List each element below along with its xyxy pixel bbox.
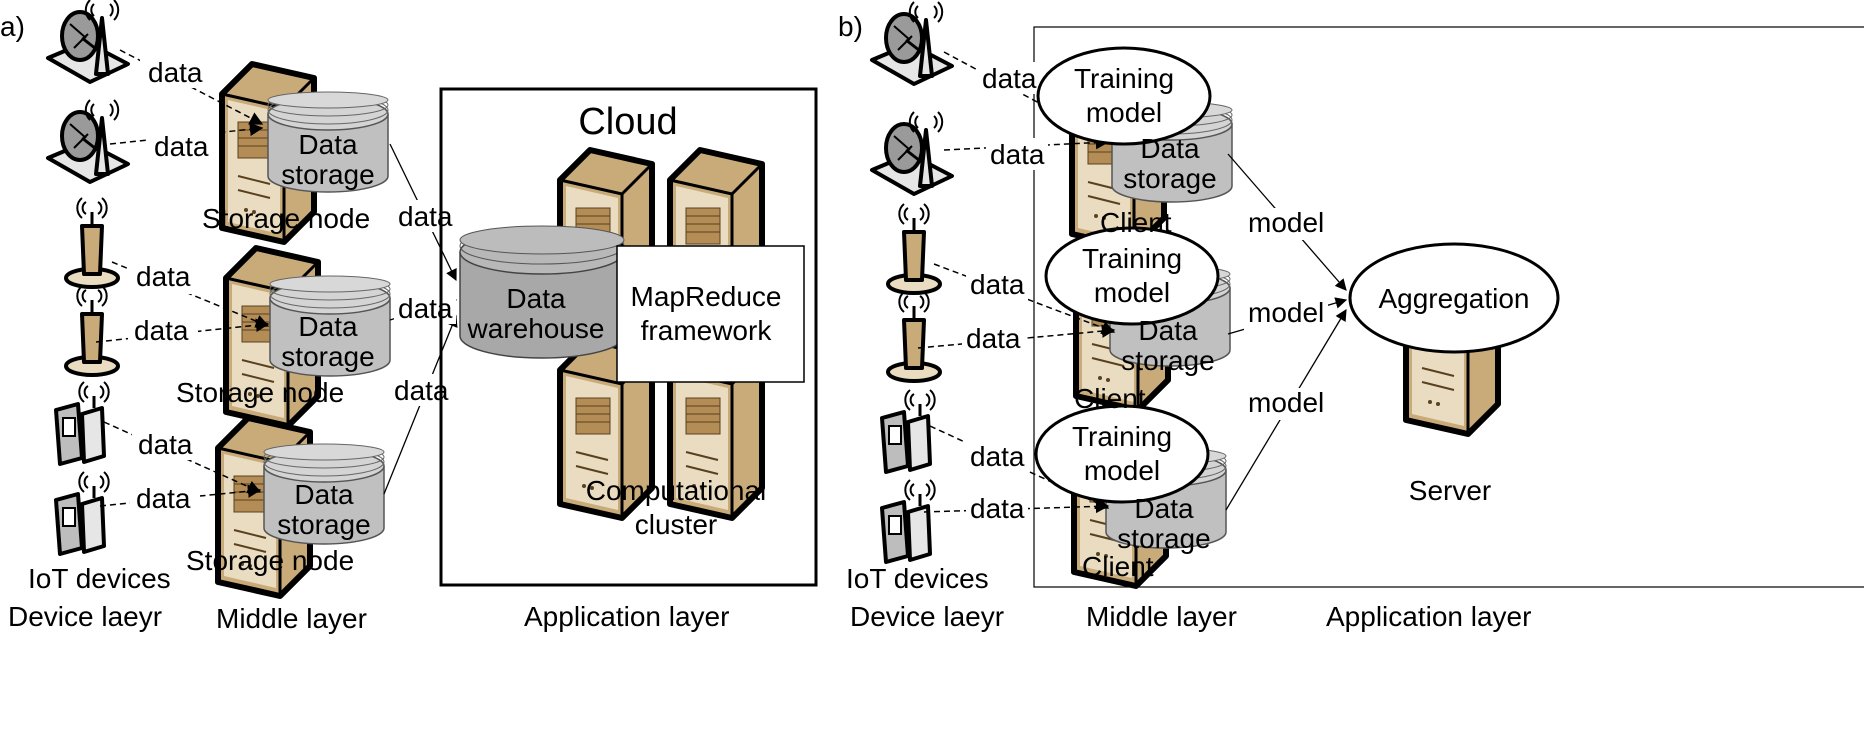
panel-b-tag: b)	[838, 11, 863, 42]
mapreduce-box	[616, 245, 805, 383]
edge-label-model: model	[1248, 207, 1324, 238]
iot-devices-label: IoT devices	[28, 563, 171, 594]
data-storage-label: Data	[1138, 315, 1198, 346]
data-storage-label: storage	[1117, 523, 1210, 554]
edge-label-data: data	[154, 131, 209, 162]
data-storage-label: Data	[1140, 133, 1200, 164]
data-storage-label: storage	[277, 509, 370, 540]
panel-a-tag: a)	[0, 11, 25, 42]
edge-label-data: data	[136, 483, 191, 514]
training-model-label: model	[1086, 97, 1162, 128]
data-storage-label: Data	[298, 311, 358, 342]
edge-label-data: data	[148, 57, 203, 88]
layer-label-device: Device laeyr	[850, 601, 1004, 632]
mobile-device-icon	[880, 388, 937, 474]
training-model-label: Training	[1082, 243, 1182, 274]
device-to-client-edge	[917, 324, 1116, 349]
mobile-device-icon	[880, 478, 937, 564]
sensor-antenna-icon	[64, 284, 120, 377]
satellite-dish-icon	[46, 98, 130, 184]
edge-label-data: data	[398, 201, 453, 232]
panel-b: b) data data data data	[838, 0, 1864, 632]
edge-label-data: data	[136, 261, 191, 292]
training-model-label: model	[1084, 455, 1160, 486]
data-warehouse-label: warehouse	[467, 313, 605, 344]
edge-label-data: data	[990, 139, 1045, 170]
mobile-device-icon	[54, 470, 111, 556]
cloud-box	[439, 87, 818, 587]
edge-label-model: model	[1248, 297, 1324, 328]
edge-label-data: data	[970, 269, 1025, 300]
client-label: Client	[1074, 383, 1146, 414]
data-storage-label: storage	[1123, 163, 1216, 194]
mobile-device-icon	[54, 380, 111, 466]
device-to-storage-edge	[109, 122, 264, 145]
server-label: Server	[1409, 475, 1491, 506]
client-label: Client	[1100, 207, 1172, 238]
edge-label-data: data	[134, 315, 189, 346]
computational-cluster-label: cluster	[635, 509, 717, 540]
layer-label-middle: Middle layer	[216, 603, 367, 634]
layer-label-application: Application layer	[1326, 601, 1531, 632]
data-storage-label: Data	[298, 129, 358, 160]
layer-label-middle: Middle layer	[1086, 601, 1237, 632]
data-storage-label: Data	[294, 479, 354, 510]
edge-label-data: data	[970, 441, 1025, 472]
layer-label-application: Application layer	[524, 601, 729, 632]
data-storage-label: storage	[1121, 345, 1214, 376]
device-to-storage-edge	[95, 318, 270, 343]
client-label: Client	[1082, 551, 1154, 582]
storage-node-label: Storage node	[176, 377, 344, 408]
mapreduce-label: framework	[641, 315, 773, 346]
training-model-bubble	[1034, 404, 1210, 504]
storage-node-label: Storage node	[186, 545, 354, 576]
satellite-dish-icon	[870, 110, 954, 196]
aggregation-label: Aggregation	[1378, 283, 1529, 314]
panel-a: a) data data data data	[0, 0, 818, 634]
training-model-label: model	[1094, 277, 1170, 308]
satellite-dish-icon	[46, 0, 130, 84]
edge-label-model: model	[1248, 387, 1324, 418]
data-storage-label: Data	[1134, 493, 1194, 524]
training-model-label: Training	[1072, 421, 1172, 452]
sensor-antenna-icon	[886, 202, 942, 295]
cloud-title: Cloud	[578, 101, 677, 143]
computational-cluster-label: Computational	[586, 475, 767, 506]
data-warehouse-label: Data	[506, 283, 566, 314]
iot-devices-label: IoT devices	[846, 563, 989, 594]
data-warehouse-icon	[459, 225, 625, 359]
device-to-client-edge	[933, 263, 1116, 335]
sensor-antenna-icon	[64, 196, 120, 289]
training-model-bubble	[1044, 226, 1220, 326]
aggregation-bubble	[1348, 242, 1560, 354]
data-storage-label: storage	[281, 341, 374, 372]
satellite-dish-icon	[870, 0, 954, 86]
edge-label-data: data	[138, 429, 193, 460]
storage-node-label: Storage node	[202, 203, 370, 234]
edge-label-data: data	[398, 293, 453, 324]
training-model-bubble	[1036, 46, 1212, 146]
edge-label-data: data	[966, 323, 1021, 354]
layer-label-device: Device laeyr	[8, 601, 162, 632]
training-model-label: Training	[1074, 63, 1174, 94]
federated-region-box	[1033, 26, 1864, 588]
data-storage-label: storage	[281, 159, 374, 190]
sensor-antenna-icon	[886, 290, 942, 383]
edge-label-data: data	[982, 63, 1037, 94]
mapreduce-label: MapReduce	[631, 281, 782, 312]
edge-label-data: data	[970, 493, 1025, 524]
